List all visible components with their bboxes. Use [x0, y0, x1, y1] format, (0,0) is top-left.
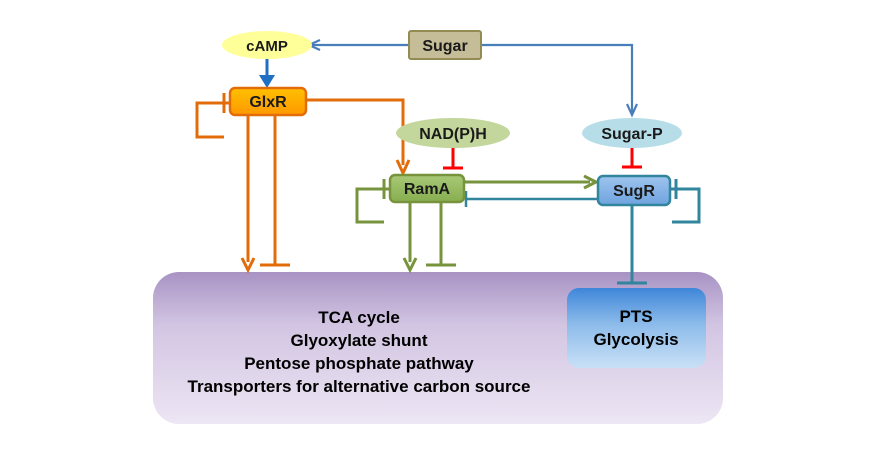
nadph-inhibits-rama: [443, 147, 463, 170]
rama-label: RamA: [404, 181, 451, 198]
glycolysis-label: Glycolysis: [593, 330, 678, 349]
camp-node: [222, 31, 312, 59]
sugr-self-repression: [670, 179, 701, 224]
sugar-label: Sugar: [422, 38, 467, 55]
pts-label: PTS: [619, 307, 652, 326]
camp-label: cAMP: [246, 38, 288, 55]
sugar-p-label: Sugar-P: [601, 126, 663, 143]
glxr-to-rama-activation: [306, 98, 411, 177]
sugr-node: [596, 174, 672, 207]
rama-activates-metabolism: [402, 202, 418, 274]
sugar-to-camp-arrow: [306, 38, 409, 52]
camp-to-glxr-arrow: [259, 59, 275, 88]
sugar-to-sugar-p-arrow: [481, 43, 639, 118]
metabolism-line-4: Transporters for alternative carbon sour…: [188, 377, 531, 396]
metabolism-line-1: TCA cycle: [318, 308, 400, 327]
nadph-node: [396, 118, 510, 148]
sugr-label: SugR: [613, 183, 655, 200]
rama-self-repression: [355, 179, 390, 224]
sugar-p-node: [582, 118, 682, 148]
pts-glycolysis-box: [567, 288, 706, 368]
glxr-represses-metabolism: [260, 115, 290, 267]
rama-node: [388, 173, 466, 204]
glxr-self-repression: [195, 93, 230, 139]
sugar-node: [408, 30, 482, 60]
glxr-label: GlxR: [249, 94, 287, 111]
sugr-represses-rama: [464, 191, 598, 207]
sugr-represses-pts: [617, 205, 647, 285]
glxr-activates-metabolism: [240, 115, 256, 274]
glxr-node: [228, 86, 308, 117]
nadph-label: NAD(P)H: [419, 126, 487, 143]
metabolism-line-3: Pentose phosphate pathway: [244, 354, 474, 373]
rama-activates-sugr: [464, 174, 600, 190]
sugar-p-inhibits-sugr: [622, 147, 642, 169]
metabolism-line-2: Glyoxylate shunt: [291, 331, 428, 350]
rama-represses-metabolism: [426, 202, 456, 267]
